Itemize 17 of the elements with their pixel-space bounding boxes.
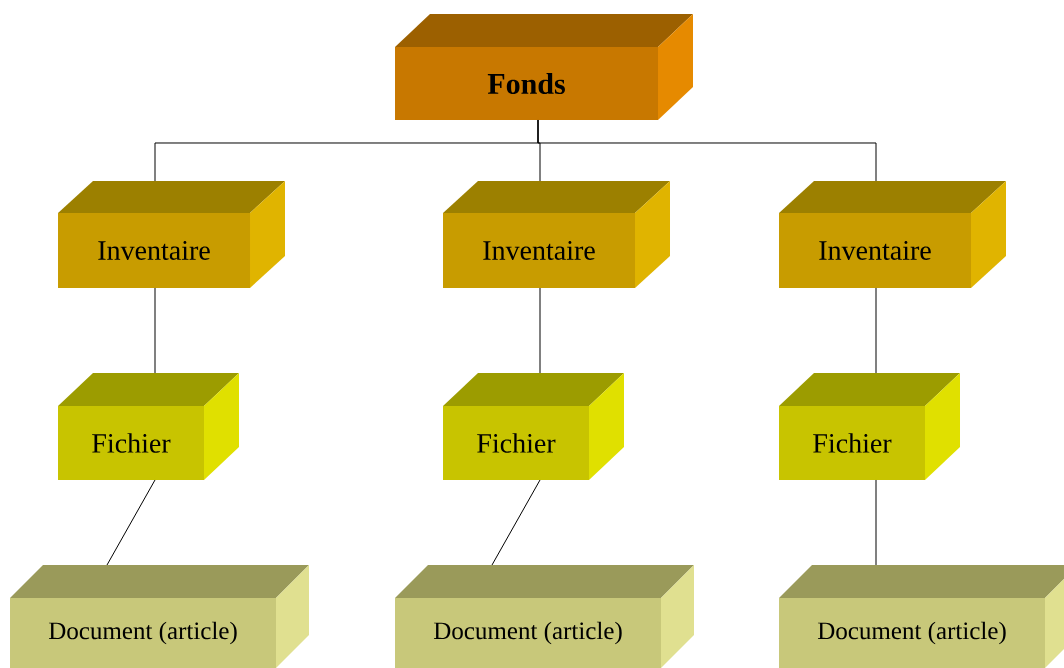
box: Inventaire [443, 181, 670, 288]
connector-line [154, 287, 156, 374]
connector-line [875, 287, 877, 374]
connector-line [106, 479, 156, 566]
box: Fichier [58, 373, 239, 480]
connector-line [491, 479, 541, 566]
connector-line [875, 479, 877, 566]
connector-line [537, 119, 877, 182]
box: Fichier [443, 373, 624, 480]
box: Inventaire [779, 181, 1006, 288]
box: Document (article) [779, 565, 1064, 668]
box: Fichier [779, 373, 960, 480]
connector-line [539, 287, 541, 374]
box: Fonds [395, 14, 693, 120]
box: Document (article) [10, 565, 309, 668]
box: Inventaire [58, 181, 285, 288]
box: Document (article) [395, 565, 694, 668]
